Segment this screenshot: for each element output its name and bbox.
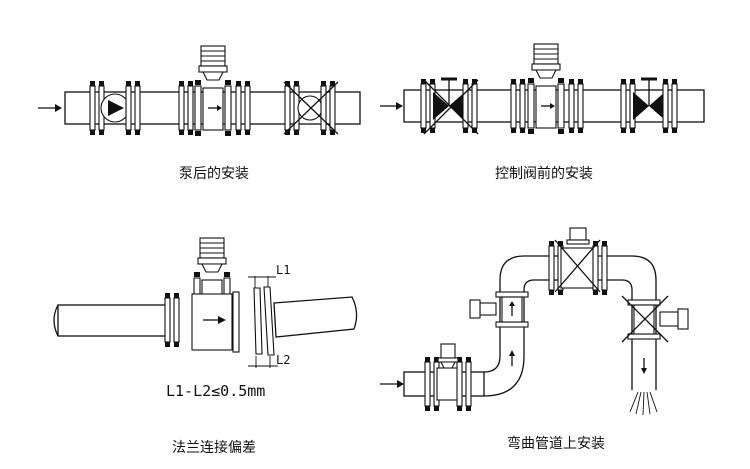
flowmeter-icon xyxy=(527,43,565,135)
label-l2: L2 xyxy=(276,353,290,367)
deviation-formula: L1-L2≤0.5mm xyxy=(166,382,265,400)
caption-bend: 弯曲管道上安装 xyxy=(507,435,605,452)
valve-installation-figure xyxy=(380,43,705,135)
caption-flange: 法兰连接偏差 xyxy=(172,439,256,456)
flowmeter-icon xyxy=(194,45,232,137)
bent-pipe-figure xyxy=(380,227,689,416)
caption-valve: 控制阀前的安装 xyxy=(495,165,593,182)
flange-deviation-figure: L1 L2 L1-L2≤0.5mm xyxy=(53,237,358,400)
caption-pump: 泵后的安装 xyxy=(179,166,249,182)
outflow-spray-icon xyxy=(629,391,658,416)
label-l1: L1 xyxy=(276,263,290,277)
pump-installation-figure xyxy=(38,45,361,137)
